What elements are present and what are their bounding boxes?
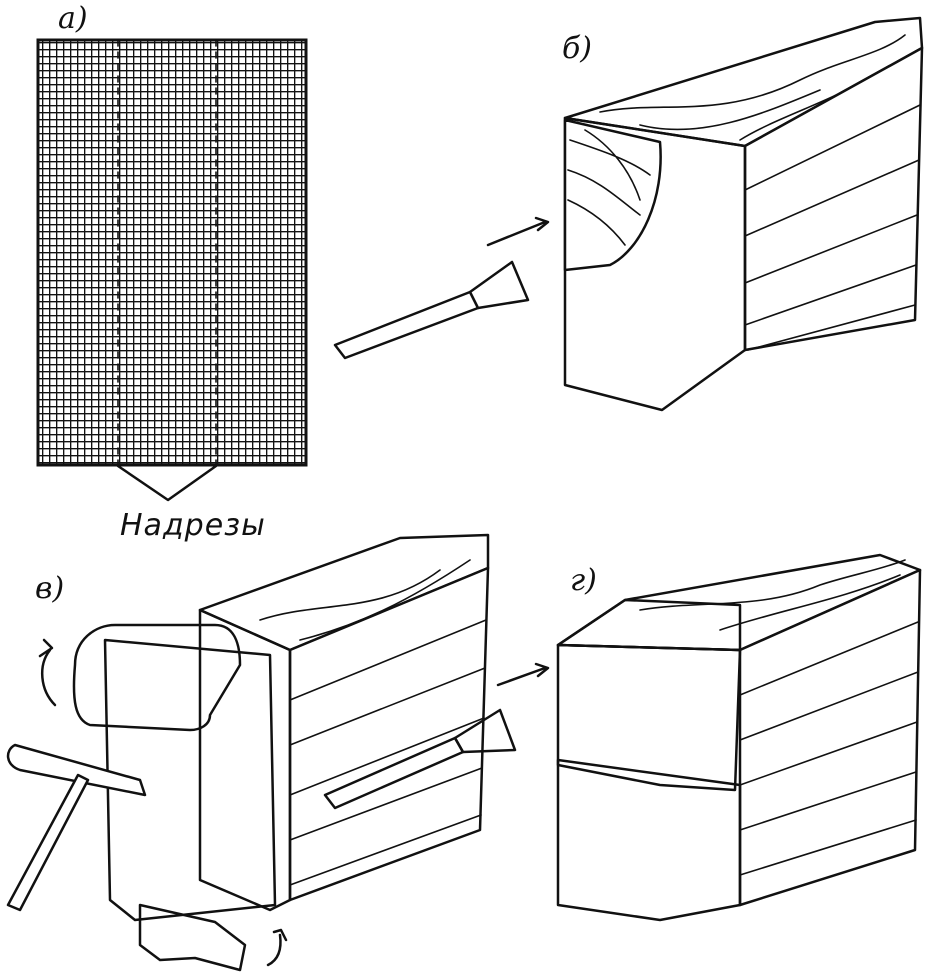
cut-lines (117, 39, 217, 466)
cuts-caption: Надрезы (120, 508, 266, 543)
caption-leader-lines (116, 464, 218, 502)
block-g-mesh-top (556, 598, 742, 652)
panel-b: б) (562, 16, 924, 412)
block-b-front-face (563, 116, 747, 412)
tool-crossbar (6, 743, 147, 797)
brush-1-handle (333, 290, 480, 360)
panel-a: а) Надрезы (36, 1, 308, 543)
mesh-bottom-curl (138, 903, 247, 972)
mesh-sheet (36, 38, 308, 467)
panel-g: г) (556, 553, 922, 922)
panel-v-label: в) (35, 571, 64, 606)
block-g-mesh-cover (556, 643, 742, 792)
panel-g-label: г) (570, 563, 597, 598)
tool-shaft (6, 773, 90, 912)
block-v-primed-area (198, 608, 292, 912)
motion-arrow-2 (496, 662, 550, 687)
rotate-arrow-top (38, 638, 57, 707)
block-g-wood-grain-top (639, 559, 906, 631)
block-v-plank-lines (289, 619, 487, 886)
mesh-wrap (103, 638, 277, 922)
block-b-end-grain (563, 118, 662, 272)
panel-a-label: а) (58, 1, 88, 36)
brush-1 (333, 216, 550, 360)
panel-v: в) (6, 533, 550, 972)
motion-arrow-1 (486, 216, 550, 247)
mesh-roll (72, 623, 242, 732)
brush-2-bristles (453, 708, 517, 754)
brush-1-bristles (468, 260, 530, 310)
rotate-arrow-bottom (266, 928, 288, 967)
block-b-grain-rings (567, 129, 651, 246)
panel-b-label: б) (562, 31, 592, 66)
block-g-plank-lines (739, 621, 919, 876)
block-b-plank-lines (744, 104, 921, 351)
block-g-front-primed (556, 758, 742, 922)
